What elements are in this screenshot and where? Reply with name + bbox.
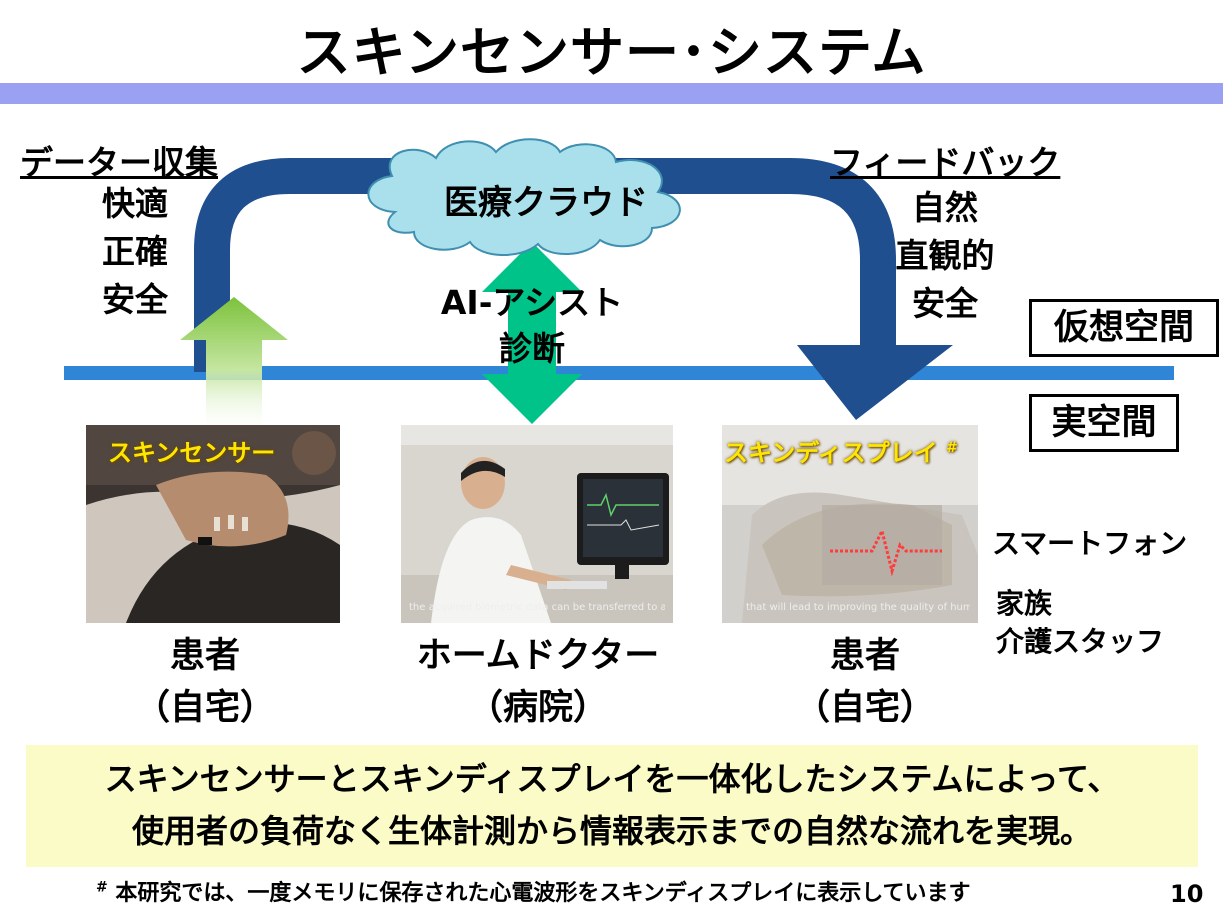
family-label: 家族 [996, 587, 1053, 620]
footnote: # 本研究では、一度メモリに保存された心電波形をスキンディスプレイに表示していま… [96, 875, 971, 907]
data-collection-arrow [180, 297, 288, 430]
skin-display-label: スキンディスプレイ [724, 439, 938, 467]
home-doctor-line2: （病院） [467, 688, 608, 728]
virtual-space-box: 仮想空間 [1029, 299, 1219, 357]
summary-line1: スキンセンサーとスキンディスプレイを一体化したシステムによって、 [104, 760, 1120, 798]
footnote-text: 本研究では、一度メモリに保存された心電波形をスキンディスプレイに表示しています [107, 881, 971, 906]
medical-cloud-shape [367, 138, 681, 256]
patient-left-line1: 患者 [169, 636, 240, 676]
display-photo-caption: that will lead to improving the quality … [746, 602, 970, 613]
page-number: 10 [1170, 880, 1204, 908]
home-doctor-photo: the acquired biometric data can be trans… [401, 425, 673, 623]
feedback-item: 安全 [912, 284, 978, 323]
ai-assist-double-arrow [482, 242, 582, 424]
ai-assist-label: AI-アシスト 診断 [420, 280, 644, 372]
home-doctor-line1: ホームドクター [416, 636, 660, 676]
slide-title: スキンセンサー･システム [296, 21, 927, 84]
skin-sensor-photo: スキンセンサー [86, 425, 340, 623]
feedback-list: 自然 直観的 安全 [870, 184, 1020, 328]
medical-cloud-label: 医療クラウド [444, 183, 648, 223]
summary-line2: 使用者の負荷なく生体計測から情報表示までの自然な流れを実現。 [131, 812, 1092, 850]
home-doctor-caption: ホームドクター （病院） [400, 630, 676, 734]
patient-left-line2: （自宅） [134, 688, 275, 728]
data-collection-item: 正確 [102, 232, 168, 271]
skin-display-label-wrap: スキンディスプレイ # [724, 433, 958, 468]
data-collection-item: 安全 [102, 280, 168, 319]
footnote-mark: # [96, 879, 108, 896]
patient-right-line2: （自宅） [794, 688, 935, 728]
feedback-arrow-head [797, 345, 953, 420]
skin-display-footnote-mark: # [945, 440, 958, 456]
patient-home-right: 患者 （自宅） [760, 630, 970, 734]
real-space-box: 実空間 [1029, 394, 1179, 452]
data-collection-heading: データー収集 [20, 143, 218, 182]
care-staff-label: 介護スタッフ [996, 625, 1165, 658]
doctor-photo-caption: the acquired biometric data can be trans… [409, 602, 665, 613]
data-collection-list: 快適 正確 安全 [80, 180, 190, 324]
feedback-item: 自然 [912, 188, 978, 227]
patient-home-left: 患者 （自宅） [100, 630, 310, 734]
summary-box: スキンセンサーとスキンディスプレイを一体化したシステムによって、 使用者の負荷な… [26, 745, 1198, 867]
skin-sensor-label: スキンセンサー [108, 439, 276, 467]
data-collection-item: 快適 [102, 184, 168, 223]
title-underline-bar [0, 83, 1223, 104]
skin-display-photo: スキンディスプレイ # that will lead to improving … [722, 425, 978, 623]
feedback-arc-arrow [194, 158, 896, 372]
ai-assist-line1: AI-アシスト [440, 283, 624, 322]
smartphone-label: スマートフォン [992, 527, 1188, 560]
patient-right-line1: 患者 [829, 636, 900, 676]
feedback-heading: フィードバック [830, 143, 1061, 182]
feedback-item: 直観的 [895, 236, 995, 275]
ai-assist-line2: 診断 [499, 329, 565, 368]
